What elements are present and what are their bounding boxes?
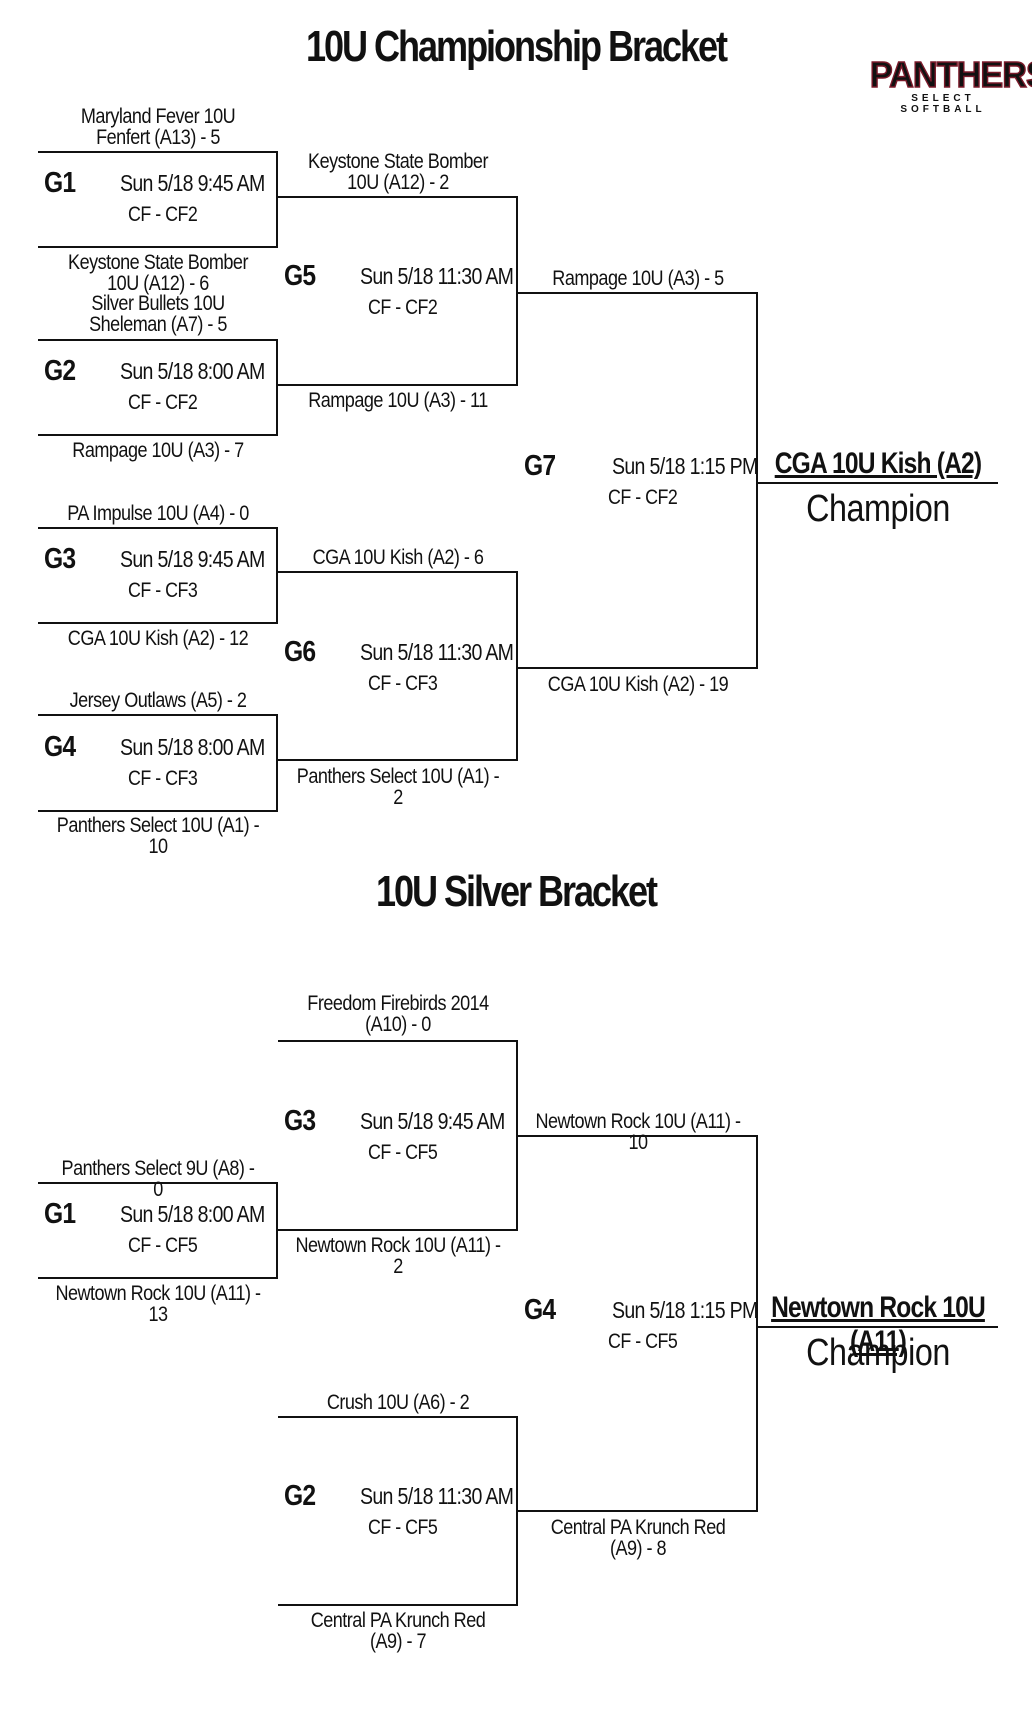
c-g3-bot-line [38,622,278,624]
s-g2-top-team: Crush 10U (A6) - 2 [326,1391,470,1414]
c-g5-bot-line [278,384,518,386]
c-g4-id: G4 [44,731,76,763]
c-g7-connector [756,292,758,669]
c-g1-connector [276,151,278,248]
s-g1-bot-team: Newtown Rock 10U (A11) - 13 [55,1282,261,1326]
logo-wordmark: PANTHERS [869,54,1032,96]
c-g4-bot-team: Panthers Select 10U (A1) - 10 [56,814,260,858]
s-champion-line [758,1326,998,1328]
s-g4-bot-team: Central PA Krunch Red (A9) - 8 [550,1516,726,1560]
c-g5-bot-team: Rampage 10U (A3) - 11 [308,389,488,412]
c-g7-field: CF - CF2 [608,486,678,509]
s-g3-bot-team: Newtown Rock 10U (A11) - 2 [295,1234,501,1278]
s-g3-field: CF - CF5 [368,1141,438,1164]
s-g3-top-line [278,1040,518,1042]
c-g4-top-team: Jersey Outlaws (A5) - 2 [69,689,247,712]
c-g7-bot-team: CGA 10U Kish (A2) - 19 [547,673,729,696]
s-champion-label: Champion [806,1332,950,1374]
s-g4-time: Sun 5/18 1:15 PM [612,1297,758,1323]
c-g1-field: CF - CF2 [128,203,198,226]
c-g7-id: G7 [524,450,556,482]
c-g4-time: Sun 5/18 8:00 AM [120,734,265,760]
c-g3-top-team: PA Impulse 10U (A4) - 0 [67,502,249,525]
c-g5-time: Sun 5/18 11:30 AM [360,263,514,289]
c-g6-top-line [278,571,518,573]
c-g3-bot-team: CGA 10U Kish (A2) - 12 [67,627,249,650]
s-g1-field: CF - CF5 [128,1234,198,1257]
c-g7-time: Sun 5/18 1:15 PM [612,453,758,479]
c-g2-bot-line [38,434,278,436]
c-g5-top-team: Keystone State Bomber 10U (A12) - 2 [308,150,488,194]
s-g1-time: Sun 5/18 8:00 AM [120,1201,265,1227]
s-g1-id: G1 [44,1198,76,1230]
s-g2-bot-team: Central PA Krunch Red (A9) - 7 [310,1609,486,1653]
s-g4-top-line [518,1135,758,1137]
s-g1-bot-line [38,1277,278,1279]
c-g2-id: G2 [44,355,76,387]
c-g6-bot-line [278,759,518,761]
c-g5-field: CF - CF2 [368,296,438,319]
c-g5-top-line [278,196,518,198]
silver-title: 10U Silver Bracket [375,867,658,916]
c-g2-time: Sun 5/18 8:00 AM [120,358,265,384]
s-g3-connector [516,1040,518,1231]
c-g2-top-team: Silver Bullets 10U Sheleman (A7) - 5 [89,292,227,336]
c-g3-connector [276,527,278,624]
c-g7-top-team: Rampage 10U (A3) - 5 [552,267,724,290]
s-g4-field: CF - CF5 [608,1330,678,1353]
c-g3-top-line [38,527,278,529]
c-g2-top-line [38,339,278,341]
c-g2-connector [276,339,278,436]
s-g3-time: Sun 5/18 9:45 AM [360,1108,505,1134]
c-g4-bot-line [38,810,278,812]
c-g6-field: CF - CF3 [368,672,438,695]
c-g3-field: CF - CF3 [128,579,198,602]
c-g2-bot-team: Rampage 10U (A3) - 7 [72,439,244,462]
s-g3-top-team: Freedom Firebirds 2014 (A10) - 0 [307,992,489,1036]
c-g4-connector [276,714,278,812]
s-g4-id: G4 [524,1294,556,1326]
c-g6-id: G6 [284,636,316,668]
c-g3-time: Sun 5/18 9:45 AM [120,546,265,572]
s-g1-connector [276,1182,278,1279]
s-g2-bot-line [278,1604,518,1606]
c-g5-connector [516,196,518,386]
c-g1-bot-team: Keystone State Bomber 10U (A12) - 6 [68,251,248,295]
c-g1-id: G1 [44,167,76,199]
c-g6-connector [516,571,518,761]
c-g1-bot-line [38,246,278,248]
s-g1-top-team: Panthers Select 9U (A8) - 0 [61,1157,255,1201]
c-g6-time: Sun 5/18 11:30 AM [360,639,514,665]
c-g7-top-line [518,292,758,294]
c-g4-field: CF - CF3 [128,767,198,790]
c-g2-field: CF - CF2 [128,391,198,414]
c-g7-bot-line [518,667,758,669]
c-g5-id: G5 [284,260,316,292]
c-g6-top-team: CGA 10U Kish (A2) - 6 [312,546,484,569]
c-champion-line [758,482,998,484]
s-g3-bot-line [278,1229,518,1231]
championship-title: 10U Championship Bracket [306,22,728,71]
s-g2-top-line [278,1416,518,1418]
c-g1-time: Sun 5/18 9:45 AM [120,170,265,196]
s-champion-name: Newtown Rock 10U (A11) [771,1291,986,1358]
c-g1-top-team: Maryland Fever 10U Fenfert (A13) - 5 [80,105,236,149]
s-g1-top-line [38,1182,278,1184]
c-g3-id: G3 [44,543,76,575]
s-g2-time: Sun 5/18 11:30 AM [360,1483,514,1509]
logo-subtitle: SELECT SOFTBALL [900,93,986,115]
panthers-logo: PANTHERS SELECT SOFTBALL [866,54,1032,115]
c-g6-bot-team: Panthers Select 10U (A1) - 2 [296,765,500,809]
s-g3-id: G3 [284,1105,316,1137]
s-g2-field: CF - CF5 [368,1516,438,1539]
c-champion-name: CGA 10U Kish (A2) [774,447,982,480]
s-g4-bot-line [518,1510,758,1512]
s-g4-top-team: Newtown Rock 10U (A11) - 10 [535,1110,741,1154]
s-g2-id: G2 [284,1480,316,1512]
c-g1-top-line [38,151,278,153]
c-g4-top-line [38,714,278,716]
s-g4-connector [756,1135,758,1512]
c-champion-label: Champion [806,488,950,530]
s-g2-connector [516,1416,518,1606]
